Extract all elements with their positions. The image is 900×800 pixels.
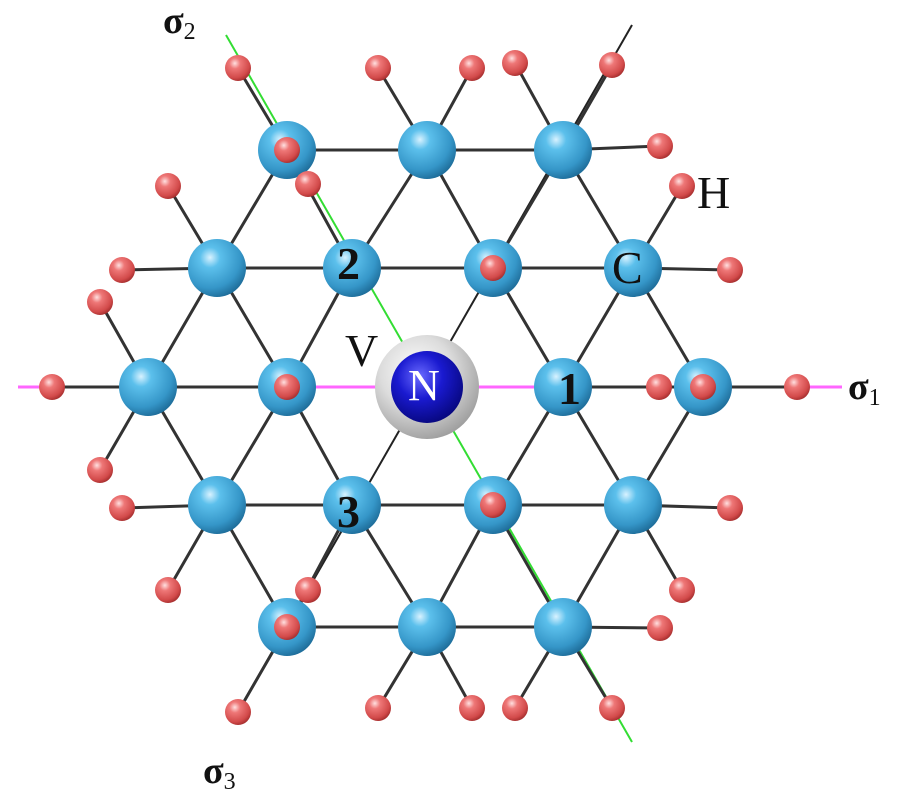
hydrogen-atom: [459, 55, 485, 81]
carbon-label: C: [612, 242, 643, 293]
hydrogen-atom: [459, 695, 485, 721]
hydrogen-atom: [599, 695, 625, 721]
site-1-label: 1: [558, 363, 581, 414]
site-2-label: 2: [337, 238, 360, 289]
carbon-atom: [534, 598, 592, 656]
hydrogen-atom: [669, 577, 695, 603]
hydrogen-atom: [717, 495, 743, 521]
hydrogen-atom: [225, 699, 251, 725]
hydrogen-atom: [295, 171, 321, 197]
hydrogen-atom: [669, 173, 695, 199]
carbon-atom: [323, 239, 381, 297]
carbon-atom: [604, 239, 662, 297]
hydrogen-atom: [274, 137, 300, 163]
carbon-atom: [534, 358, 592, 416]
carbon-atom: [398, 598, 456, 656]
hydrogen-atom: [225, 55, 251, 81]
nitrogen-atom: [391, 351, 463, 423]
nitrogen-label: N: [408, 361, 440, 410]
hydrogen-atom: [599, 52, 625, 78]
hydrogen-atom: [480, 255, 506, 281]
sigma1-axis-label: σ1: [848, 366, 881, 411]
sigma2-axis-label: σ2: [163, 0, 196, 45]
carbon-atom: [534, 121, 592, 179]
hydrogen-atom: [109, 495, 135, 521]
site-3-label: 3: [337, 486, 360, 537]
hydrogen-atom: [502, 50, 528, 76]
hydrogen-atom: [274, 374, 300, 400]
hydrogen-atom: [365, 55, 391, 81]
hydrogen-label: H: [697, 167, 731, 218]
vacancy-label: V: [345, 325, 379, 376]
carbon-atom: [188, 239, 246, 297]
hydrogen-atom: [155, 577, 181, 603]
hydrogen-atom: [274, 614, 300, 640]
hydrogen-atom: [784, 374, 810, 400]
hydrogen-atom: [502, 695, 528, 721]
hydrogen-atom: [647, 615, 673, 641]
hydrogen-atom: [690, 374, 716, 400]
hydrogen-atom: [646, 374, 672, 400]
carbon-atom: [604, 476, 662, 534]
carbon-atom: [323, 476, 381, 534]
hydrogen-atom: [295, 577, 321, 603]
hydrogen-atom: [365, 695, 391, 721]
hydrogen-atom: [109, 257, 135, 283]
sigma3-axis-label: σ3: [203, 750, 236, 795]
hydrogen-atom: [87, 289, 113, 315]
hydrogen-atom: [717, 257, 743, 283]
carbon-atom: [119, 358, 177, 416]
hydrogen-atom: [480, 492, 506, 518]
hydrogen-atom: [647, 133, 673, 159]
hydrogen-atom: [39, 374, 65, 400]
hydrogen-atom: [87, 457, 113, 483]
carbon-atom: [188, 476, 246, 534]
carbon-atom: [398, 121, 456, 179]
hydrogen-atom: [155, 173, 181, 199]
